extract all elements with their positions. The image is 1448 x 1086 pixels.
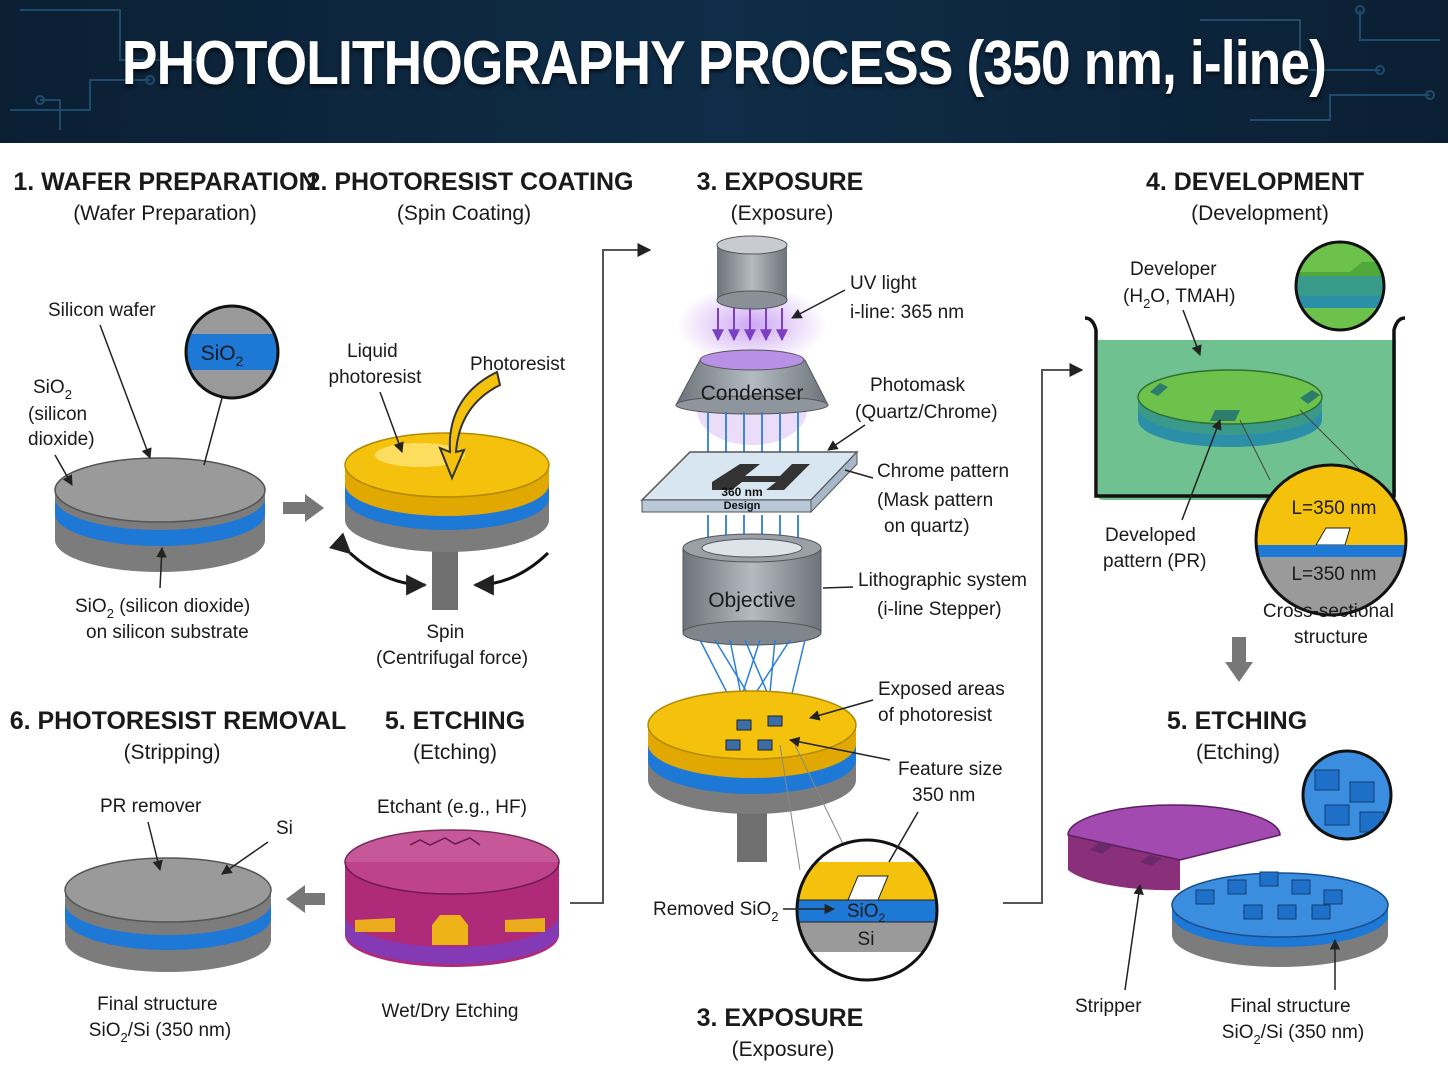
spin-arrow-left-icon [328, 532, 428, 596]
flow-connector-to-3-icon [570, 243, 652, 904]
step2-subtitle: (Spin Coating) [397, 202, 531, 225]
svg-text:Objective: Objective [708, 589, 796, 612]
wet-dry-label: Wet/Dry Etching [382, 1001, 519, 1022]
step6-subtitle: (Stripping) [124, 741, 221, 764]
svg-text:Design: Design [724, 500, 761, 512]
svg-text:L=350 nm: L=350 nm [1291, 564, 1376, 585]
uv-light-source [677, 235, 827, 365]
condenser-lens: Condenser [675, 349, 829, 445]
arrow-4-to-5-icon [1225, 637, 1253, 682]
exposure-cross-section-inset: SiO2 Si [795, 838, 939, 982]
step1-title: 1. WAFER PREPARATION [13, 168, 316, 196]
svg-text:SiO2: SiO2 [201, 342, 244, 369]
developer-tank [1084, 316, 1406, 500]
uv-light-label: UV light i-line: 365 nm [850, 273, 964, 323]
exposed-areas-label: Exposed areas of photoresist [878, 679, 1010, 726]
svg-text:L=350 nm: L=350 nm [1291, 498, 1376, 519]
step3b-subtitle: (Exposure) [732, 1038, 835, 1061]
step5a-subtitle: (Etching) [413, 741, 497, 764]
page-title: PHOTOLITHOGRAPHY PROCESS (350 nm, i-line… [121, 29, 1327, 98]
step5b-subtitle: (Etching) [1196, 741, 1280, 764]
process-diagram: 1. WAFER PREPARATION (Wafer Preparation)… [10, 168, 1408, 1061]
step2-title: 2. PHOTORESIST COATING [307, 168, 634, 196]
sio2-side-label: SiO2 (silicon dioxide) [28, 377, 95, 450]
exposed-wafer [647, 690, 857, 862]
step5b-title: 5. ETCHING [1167, 707, 1307, 735]
final-left-label: Final structure SiO2/Si (350 nm) [89, 994, 231, 1045]
developed-pattern-label: Developed pattern (PR) [1103, 525, 1206, 572]
arrow-5-to-6-icon [286, 885, 325, 913]
etching-bath [344, 829, 560, 967]
silicon-wafer-label: Silicon wafer [48, 300, 156, 321]
flow-connector-to-4-icon [1003, 363, 1084, 904]
coated-wafer [344, 432, 550, 610]
litho-system-label: Lithographic system (i-line Stepper) [858, 570, 1032, 620]
photomask: 360 nm Design [640, 450, 859, 514]
step3-subtitle: (Exposure) [731, 202, 834, 225]
step6-title: 6. PHOTORESIST REMOVAL [10, 707, 347, 735]
development-inset-top [1294, 240, 1386, 332]
stripper-label: Stripper [1075, 996, 1142, 1017]
etchant-label: Etchant (e.g., HF) [377, 797, 527, 818]
step1-subtitle: (Wafer Preparation) [73, 202, 257, 225]
svg-text:Si: Si [858, 929, 875, 950]
pr-remover-label: PR remover [100, 796, 202, 817]
final-right-label: Final structure SiO2/Si (350 nm) [1222, 996, 1364, 1047]
svg-text:360 nm: 360 nm [721, 485, 762, 499]
arrow-1-to-2-icon [283, 494, 324, 522]
removed-sio2-label: Removed SiO2 [653, 899, 779, 924]
etching-inset [1301, 749, 1393, 841]
svg-text:SiO2: SiO2 [847, 901, 886, 925]
step4-subtitle: (Development) [1191, 202, 1329, 225]
si-label: Si [276, 818, 293, 839]
chrome-pattern-label: Chrome pattern (Mask pattern on quartz) [877, 461, 1014, 537]
sio2-inset-1: SiO2 [184, 304, 280, 466]
photoresist-drop-icon [438, 370, 502, 481]
header-banner: PHOTOLITHOGRAPHY PROCESS (350 nm, i-line… [0, 0, 1448, 143]
sio2-substrate-label: SiO2 (silicon dioxide) on silicon substr… [75, 596, 255, 643]
silicon-wafer [54, 457, 266, 572]
step4-title: 4. DEVELOPMENT [1146, 168, 1364, 196]
step3b-title: 3. EXPOSURE [697, 1004, 864, 1032]
spin-label: Spin (Centrifugal force) [376, 622, 528, 669]
step5a-title: 5. ETCHING [385, 707, 525, 735]
photoresist-label: Photoresist [470, 354, 566, 375]
cross-section-label: Cross-sectional structure [1263, 601, 1399, 648]
uv-rays [712, 308, 788, 342]
final-wafer-left [64, 857, 272, 972]
developer-label: Developer (H2O, TMAH) [1123, 259, 1235, 311]
spin-arrow-right-icon [472, 551, 550, 596]
etched-wafer-blue [1171, 871, 1389, 967]
feature-size-label: Feature size 350 nm [898, 759, 1008, 806]
cross-section-inset: L=350 nm L=350 nm [1254, 463, 1408, 617]
svg-text:Condenser: Condenser [701, 382, 804, 405]
liquid-photoresist-label: Liquid photoresist [329, 341, 423, 388]
objective-lens: Objective [682, 533, 822, 646]
step3-title: 3. EXPOSURE [697, 168, 864, 196]
circuit-pattern-icon [10, 5, 1440, 130]
photomask-label: Photomask (Quartz/Chrome) [855, 375, 998, 423]
etched-wafer-purple [1067, 804, 1281, 891]
